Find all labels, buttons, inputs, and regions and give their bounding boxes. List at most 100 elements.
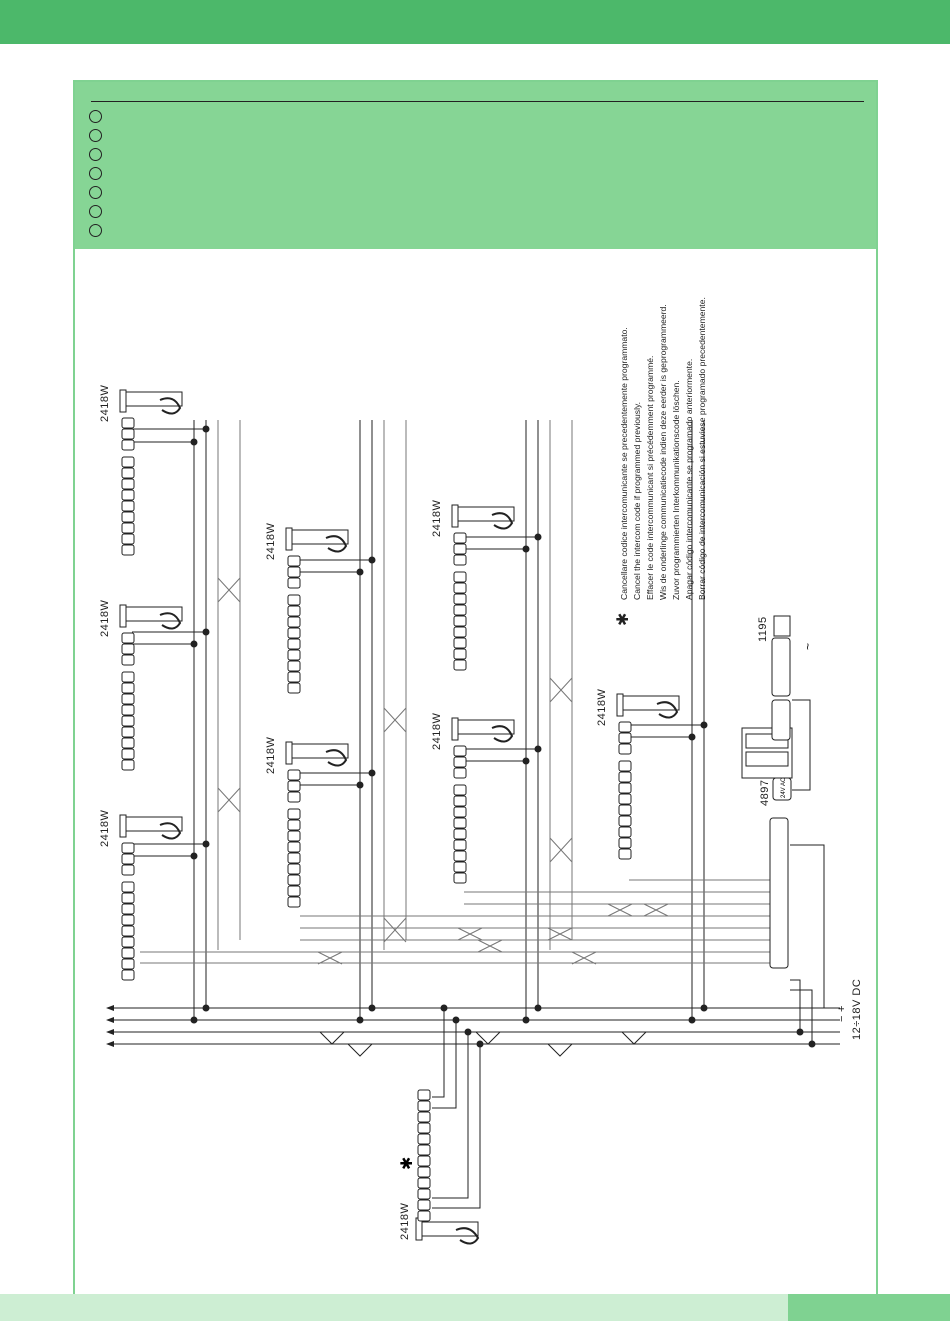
intercom-2418W-3: 2418W xyxy=(99,810,183,981)
terminal xyxy=(453,795,467,807)
power-supply-label: 12÷18V DC xyxy=(851,979,863,1040)
terminal xyxy=(618,815,632,827)
wire-crossing xyxy=(319,1031,345,1045)
note-nl: Wis de onderlinge communicatiecode indie… xyxy=(658,304,668,600)
power-unit-label: 4897 xyxy=(759,780,771,806)
switcher-ln xyxy=(790,844,825,1008)
terminal xyxy=(121,439,135,451)
terminal xyxy=(417,1122,431,1134)
terminal xyxy=(287,780,301,792)
handset-cord xyxy=(159,822,182,840)
device-label: 2418W xyxy=(431,500,443,537)
terminal xyxy=(453,582,467,594)
terminal xyxy=(287,605,301,617)
supply-bus xyxy=(106,1005,840,1057)
note-es: Borrar código de intercomunicación si es… xyxy=(697,297,707,600)
note-it: Cancellare codice intercomunicante se pr… xyxy=(619,327,629,600)
terminal xyxy=(453,872,467,884)
terminal xyxy=(618,804,632,816)
terminal xyxy=(121,914,135,926)
intercom-2418W-8: 2418W xyxy=(596,689,680,860)
handset xyxy=(451,717,459,741)
bus-arrow xyxy=(106,1029,114,1035)
handset xyxy=(285,741,293,765)
wire-crossing xyxy=(347,1043,373,1057)
terminal xyxy=(287,863,301,875)
junction-dot xyxy=(688,733,696,741)
terminal xyxy=(453,784,467,796)
terminal xyxy=(417,1188,431,1200)
terminal xyxy=(121,671,135,683)
junction-dot xyxy=(368,769,376,777)
terminal xyxy=(287,769,301,781)
terminal xyxy=(287,874,301,886)
terminal xyxy=(453,604,467,616)
terminal xyxy=(417,1100,431,1112)
terminal xyxy=(121,456,135,468)
terminal xyxy=(121,925,135,937)
bus-arrow xyxy=(106,1041,114,1047)
terminal xyxy=(121,500,135,512)
terminal xyxy=(453,839,467,851)
terminal xyxy=(121,737,135,749)
terminal xyxy=(417,1133,431,1145)
terminal xyxy=(287,896,301,908)
terminal xyxy=(121,522,135,534)
junction-dot xyxy=(522,545,530,553)
terminal xyxy=(121,759,135,771)
terminal xyxy=(453,532,467,544)
bus-arrow xyxy=(106,1005,114,1011)
handset xyxy=(119,604,127,628)
junction-dot xyxy=(700,721,708,729)
terminal xyxy=(121,654,135,666)
wire-crossing xyxy=(607,903,633,917)
bottom-supply xyxy=(432,1044,481,1209)
terminal xyxy=(453,637,467,649)
wires xyxy=(132,420,825,1209)
junction-dot xyxy=(534,533,542,541)
language-marker-7 xyxy=(89,224,102,237)
terminal xyxy=(287,616,301,628)
terminal xyxy=(287,638,301,650)
terminal xyxy=(121,842,135,854)
device-label: 2418W xyxy=(265,737,277,774)
terminal xyxy=(287,555,301,567)
note-symbol: ✱ xyxy=(615,613,632,626)
wire-crossing xyxy=(475,1031,501,1045)
handset xyxy=(285,527,293,551)
junction-dot xyxy=(356,781,364,789)
terminal xyxy=(287,830,301,842)
terminal xyxy=(121,489,135,501)
terminal xyxy=(287,852,301,864)
handset-cord xyxy=(455,1227,480,1245)
handset-body xyxy=(125,391,183,407)
handset-body xyxy=(125,816,183,832)
language-header-band xyxy=(75,82,876,249)
language-marker-3 xyxy=(89,148,102,161)
handset-body xyxy=(291,529,349,545)
terminal xyxy=(121,853,135,865)
terminal xyxy=(618,760,632,772)
terminal xyxy=(453,543,467,555)
content-panel xyxy=(73,80,878,1313)
terminal xyxy=(121,903,135,915)
junction-dot xyxy=(356,568,364,576)
terminal xyxy=(453,554,467,566)
handset-cord xyxy=(159,397,182,415)
handset-cord xyxy=(159,612,182,630)
terminal xyxy=(417,1144,431,1156)
note-fr: Effacer le code intercommunicant si préc… xyxy=(645,356,655,600)
terminal xyxy=(287,660,301,672)
wire-crossing xyxy=(547,927,573,941)
handset-body xyxy=(421,1221,479,1237)
terminal xyxy=(121,417,135,429)
header-rule xyxy=(91,101,864,102)
bottom-supply xyxy=(432,1008,445,1098)
language-marker-6 xyxy=(89,205,102,218)
junction-dot xyxy=(202,425,210,433)
junction-dot xyxy=(534,745,542,753)
handset-cord xyxy=(325,535,348,553)
language-marker-2 xyxy=(89,129,102,142)
switcher-terminal-strip xyxy=(769,817,789,969)
